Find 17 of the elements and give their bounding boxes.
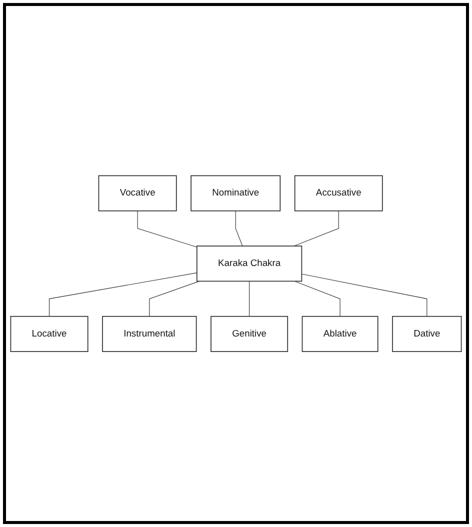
connector <box>294 210 339 246</box>
node-box: Instrumental <box>102 316 197 352</box>
node-box: Karaka Chakra <box>196 245 302 282</box>
connector <box>137 210 198 248</box>
node-box: Accusative <box>294 175 383 212</box>
node-box: Genitive <box>210 316 288 352</box>
connector <box>149 280 200 317</box>
node-box: Vocative <box>98 175 177 212</box>
node-box: Ablative <box>302 316 378 352</box>
node-box: Dative <box>392 316 462 352</box>
connector <box>235 210 243 246</box>
connector <box>301 274 428 317</box>
connector <box>249 280 250 317</box>
node-box: Locative <box>10 316 88 352</box>
node-box: Nominative <box>190 175 281 212</box>
connector <box>294 280 340 317</box>
connector <box>48 272 198 317</box>
